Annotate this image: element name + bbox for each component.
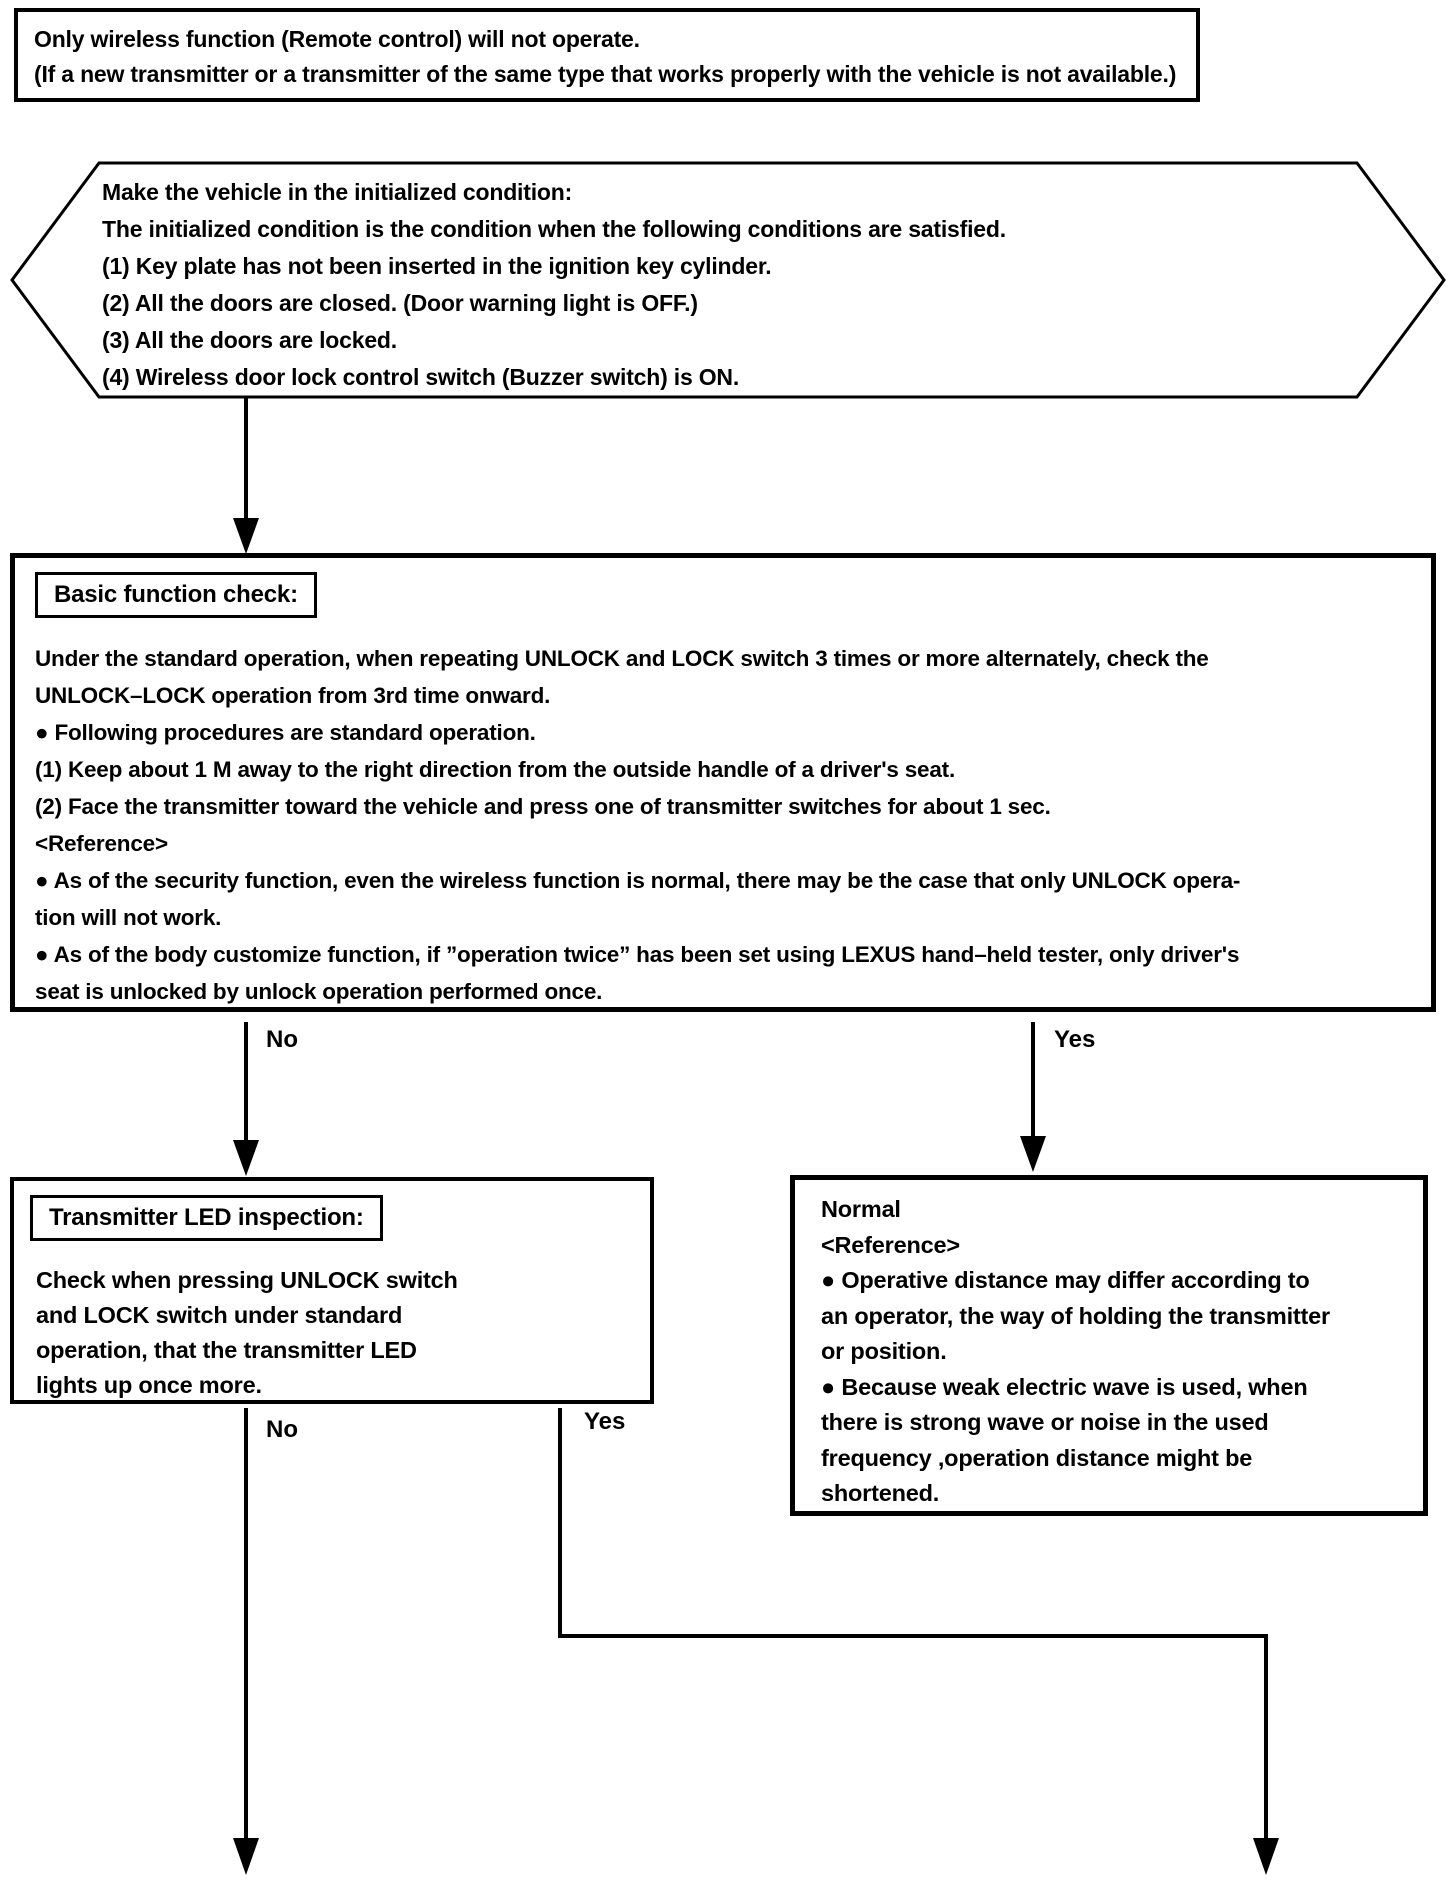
basic-function-check-label: Basic function check:	[35, 572, 317, 618]
transmitter-led-inspection-label: Transmitter LED inspection:	[30, 1195, 383, 1241]
arrowhead-led-yes	[1253, 1838, 1279, 1875]
transmitter-led-inspection-box: Transmitter LED inspection: Check when p…	[10, 1177, 654, 1404]
arrowhead-hex-to-basic	[233, 518, 259, 554]
basic-branch-no-label: No	[266, 1026, 298, 1053]
normal-result-box: Normal <Reference> ● Operative distance …	[790, 1175, 1428, 1516]
basic-function-check-box: Basic function check: Under the standard…	[10, 553, 1436, 1012]
arrow-line-led-yes	[558, 1408, 1268, 1840]
arrowhead-led-no	[233, 1838, 259, 1875]
problem-statement-line1: Only wireless function (Remote control) …	[34, 26, 640, 52]
problem-statement-box: Only wireless function (Remote control) …	[14, 8, 1200, 102]
arrowhead-basic-yes	[1020, 1136, 1046, 1172]
led-branch-no-label: No	[266, 1416, 298, 1443]
normal-result-body: Normal <Reference> ● Operative distance …	[821, 1196, 1330, 1506]
hexagon-outline	[10, 161, 1446, 399]
arrowhead-basic-no	[233, 1140, 259, 1176]
initialized-condition-text: Make the vehicle in the initialized cond…	[102, 179, 1006, 390]
led-branch-yes-label: Yes	[584, 1408, 626, 1435]
basic-branch-yes-label: Yes	[1054, 1026, 1096, 1053]
problem-statement-line2: (If a new transmitter or a transmitter o…	[34, 61, 1177, 87]
basic-function-check-body: Under the standard operation, when repea…	[35, 646, 1241, 1004]
transmitter-led-inspection-body: Check when pressing UNLOCK switch and LO…	[36, 1267, 458, 1398]
